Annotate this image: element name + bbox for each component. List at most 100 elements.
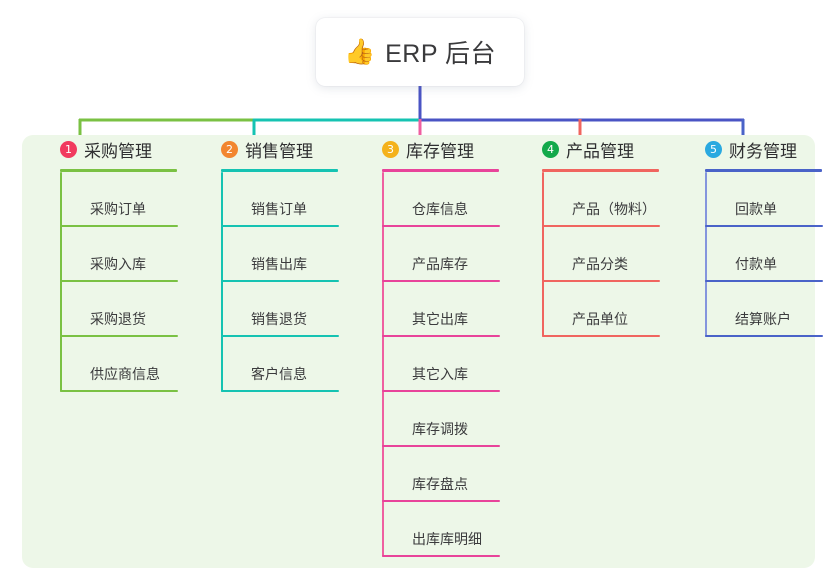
leaf-item[interactable]: 仓库信息	[382, 172, 523, 227]
column-badge-2: 2	[221, 140, 238, 158]
leaf-item-rule	[382, 335, 500, 337]
column-header-rule	[221, 169, 338, 172]
column-header-rule	[705, 169, 822, 172]
leaf-item-rule	[221, 390, 339, 392]
column-item-list: 仓库信息产品库存其它出库其它入库库存调拨库存盘点出库库明细	[382, 172, 523, 557]
leaf-item[interactable]: 产品分类	[542, 227, 683, 282]
leaf-item[interactable]: 产品（物料）	[542, 172, 683, 227]
leaf-item[interactable]: 销售出库	[221, 227, 362, 282]
column-item-list: 销售订单销售出库销售退货客户信息	[221, 172, 362, 392]
column-header-4[interactable]: 4 产品管理	[523, 135, 683, 163]
column-item-list: 产品（物料） 产品分类产品单位	[542, 172, 683, 337]
leaf-item[interactable]: 供应商信息	[60, 337, 201, 392]
leaf-item-label: 产品分类	[572, 256, 628, 272]
column-title: 销售管理	[245, 141, 313, 161]
leaf-item-rule	[60, 280, 178, 282]
leaf-item-label: 客户信息	[251, 366, 307, 382]
column-header-2[interactable]: 2 销售管理	[202, 135, 362, 163]
leaf-item-label: 产品单位	[572, 311, 628, 327]
column-title: 库存管理	[406, 141, 474, 161]
root-title: ERP 后台	[385, 40, 497, 68]
column-item-list: 回款单付款单结算账户	[705, 172, 839, 337]
leaf-item-rule	[221, 280, 339, 282]
leaf-item[interactable]: 客户信息	[221, 337, 362, 392]
leaf-item-rule	[60, 335, 178, 337]
leaf-item-label: 库存调拨	[412, 421, 468, 437]
column-title: 产品管理	[566, 141, 634, 161]
leaf-item-rule	[382, 500, 500, 502]
column-title: 财务管理	[729, 141, 797, 161]
leaf-item-label: 回款单	[735, 201, 777, 217]
leaf-item-rule	[60, 390, 178, 392]
branch-column-2: 2 销售管理销售订单销售出库销售退货客户信息	[202, 135, 362, 392]
leaf-item-label: 采购入库	[90, 256, 146, 272]
branch-column-4: 4 产品管理产品（物料） 产品分类产品单位	[523, 135, 683, 337]
column-spine	[221, 172, 223, 392]
leaf-item[interactable]: 销售退货	[221, 282, 362, 337]
leaf-item-rule	[382, 555, 500, 557]
thumbs-up-icon: 👍	[343, 37, 376, 66]
leaf-item[interactable]: 出库库明细	[382, 502, 523, 557]
column-spine	[382, 172, 384, 557]
column-header-rule	[60, 169, 177, 172]
branch-column-1: 1 采购管理采购订单采购入库采购退货供应商信息	[41, 135, 201, 392]
leaf-item-label: 采购订单	[90, 201, 146, 217]
column-badge-5: 5	[705, 140, 722, 158]
leaf-item[interactable]: 产品单位	[542, 282, 683, 337]
leaf-item[interactable]: 其它入库	[382, 337, 523, 392]
leaf-item-label: 结算账户	[735, 311, 791, 327]
leaf-item[interactable]: 采购退货	[60, 282, 201, 337]
leaf-item[interactable]: 采购入库	[60, 227, 201, 282]
column-spine	[705, 172, 707, 337]
column-badge-4: 4	[542, 140, 559, 158]
leaf-item-label: 供应商信息	[90, 366, 160, 382]
leaf-item-label: 销售出库	[251, 256, 307, 272]
branch-column-3: 3 库存管理仓库信息产品库存其它出库其它入库库存调拨库存盘点出库库明细	[363, 135, 523, 557]
leaf-item-rule	[542, 335, 660, 337]
leaf-item-rule	[542, 280, 660, 282]
leaf-item-rule	[542, 225, 660, 227]
leaf-item-rule	[705, 280, 823, 282]
leaf-item-label: 产品库存	[412, 256, 468, 272]
column-header-rule	[542, 169, 659, 172]
column-item-list: 采购订单采购入库采购退货供应商信息	[60, 172, 201, 392]
leaf-item[interactable]: 产品库存	[382, 227, 523, 282]
leaf-item-label: 库存盘点	[412, 476, 468, 492]
leaf-item-label: 其它入库	[412, 366, 468, 382]
leaf-item[interactable]: 采购订单	[60, 172, 201, 227]
column-header-rule	[382, 169, 499, 172]
leaf-item[interactable]: 回款单	[705, 172, 839, 227]
leaf-item-rule	[382, 390, 500, 392]
leaf-item[interactable]: 库存盘点	[382, 447, 523, 502]
column-badge-1: 1	[60, 140, 77, 158]
leaf-item[interactable]: 其它出库	[382, 282, 523, 337]
column-spine	[542, 172, 544, 337]
column-header-3[interactable]: 3 库存管理	[363, 135, 523, 163]
leaf-item[interactable]: 销售订单	[221, 172, 362, 227]
leaf-item-label: 其它出库	[412, 311, 468, 327]
branch-column-5: 5 财务管理回款单付款单结算账户	[686, 135, 839, 337]
leaf-item-label: 采购退货	[90, 311, 146, 327]
leaf-item[interactable]: 库存调拨	[382, 392, 523, 447]
column-header-1[interactable]: 1 采购管理	[41, 135, 201, 163]
leaf-item-label: 付款单	[735, 256, 777, 272]
leaf-item[interactable]: 结算账户	[705, 282, 839, 337]
leaf-item-rule	[705, 225, 823, 227]
leaf-item-rule	[382, 445, 500, 447]
column-title: 采购管理	[84, 141, 152, 161]
root-node[interactable]: 👍 ERP 后台	[316, 18, 524, 86]
leaf-item-rule	[221, 335, 339, 337]
leaf-item-label: 出库库明细	[412, 531, 482, 547]
leaf-item-label: 销售订单	[251, 201, 307, 217]
leaf-item-label: 仓库信息	[412, 201, 468, 217]
leaf-item-label: 销售退货	[251, 311, 307, 327]
leaf-item-rule	[382, 225, 500, 227]
leaf-item-rule	[382, 280, 500, 282]
leaf-item-label: 产品（物料）	[572, 201, 656, 217]
leaf-item-rule	[221, 225, 339, 227]
mindmap-panel: 1 采购管理采购订单采购入库采购退货供应商信息 2 销售管理销售订单销售出库销售退货客…	[22, 135, 823, 568]
column-header-5[interactable]: 5 财务管理	[686, 135, 839, 163]
leaf-item-rule	[705, 335, 823, 337]
column-badge-3: 3	[382, 140, 399, 158]
leaf-item[interactable]: 付款单	[705, 227, 839, 282]
